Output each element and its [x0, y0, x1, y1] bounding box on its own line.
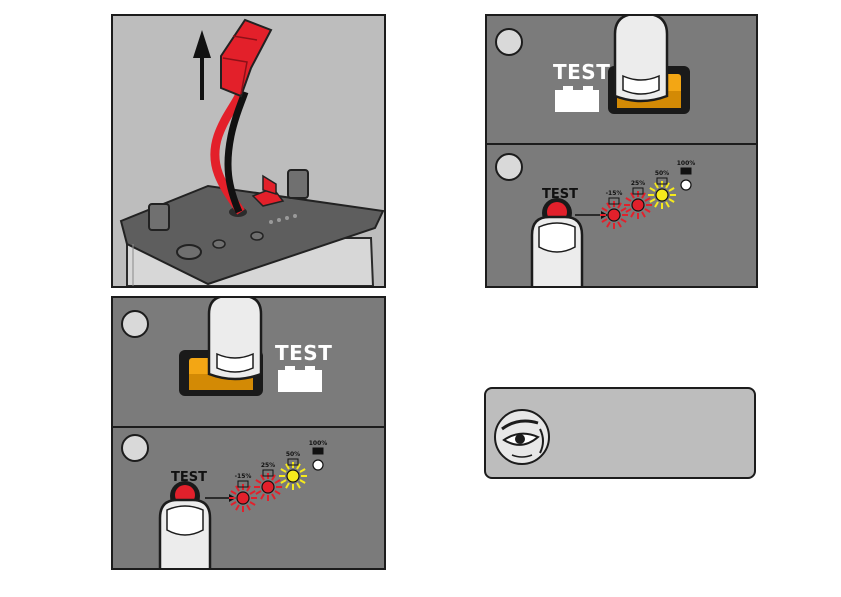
step-number-badge: [496, 29, 522, 55]
step-press-right-panel: TEST: [485, 14, 758, 145]
led-label: -15%: [235, 473, 252, 480]
led-icon: [681, 180, 691, 190]
step-disconnect-panel: [111, 14, 386, 288]
up-arrow-icon: [193, 30, 211, 100]
press-test-illustration: TEST: [487, 16, 756, 143]
led-label: -15%: [606, 190, 623, 197]
step-number-badge: [122, 311, 148, 337]
led-icon: [237, 492, 249, 504]
terminal-right: [288, 170, 308, 198]
press-test-illustration: TEST: [113, 298, 384, 427]
led-bank: -15% 25% 50% 100%: [600, 160, 695, 229]
battery-disconnect-illustration: [113, 16, 384, 286]
led-bank: -15% 25% 50% 100%: [229, 440, 327, 512]
led-icon: [656, 189, 668, 201]
led-icon: [262, 481, 274, 493]
eye-icon: [492, 407, 556, 471]
observe-note-box: [484, 387, 756, 479]
step-number-badge: [496, 154, 522, 180]
step-number-badge: [122, 435, 148, 461]
led-label: 50%: [655, 170, 669, 177]
led-readout-illustration: TEST -15%25%50%100%: [113, 428, 384, 568]
test-label: TEST: [275, 341, 332, 365]
led-label: 25%: [631, 180, 645, 187]
led-label: 100%: [677, 160, 696, 167]
led-label: 100%: [309, 440, 328, 447]
led-label: 25%: [261, 462, 275, 469]
led-icon: [632, 199, 644, 211]
step-press-left-panel: TEST: [111, 296, 386, 429]
step-leds-left-panel: TEST -15%25%50%100%: [111, 426, 386, 570]
led-readout-illustration: TEST -15%25%50%100%: [487, 145, 756, 286]
finger-icon: [532, 217, 582, 286]
finger-icon: [615, 16, 667, 101]
battery-icon: [681, 168, 691, 174]
led-icon: [608, 209, 620, 221]
plug: [221, 20, 271, 96]
led-icon: [313, 460, 323, 470]
step-leds-right-panel: TEST -15%25%50%100%: [485, 143, 758, 288]
test-label: TEST: [553, 60, 610, 84]
led-icon: [287, 470, 299, 482]
battery-icon: [313, 448, 323, 454]
finger-icon: [209, 298, 261, 379]
battery-icon: [278, 366, 322, 392]
led-label: 50%: [286, 451, 300, 458]
terminal-left: [149, 204, 169, 230]
battery-icon: [555, 86, 599, 112]
finger-icon: [160, 500, 210, 568]
